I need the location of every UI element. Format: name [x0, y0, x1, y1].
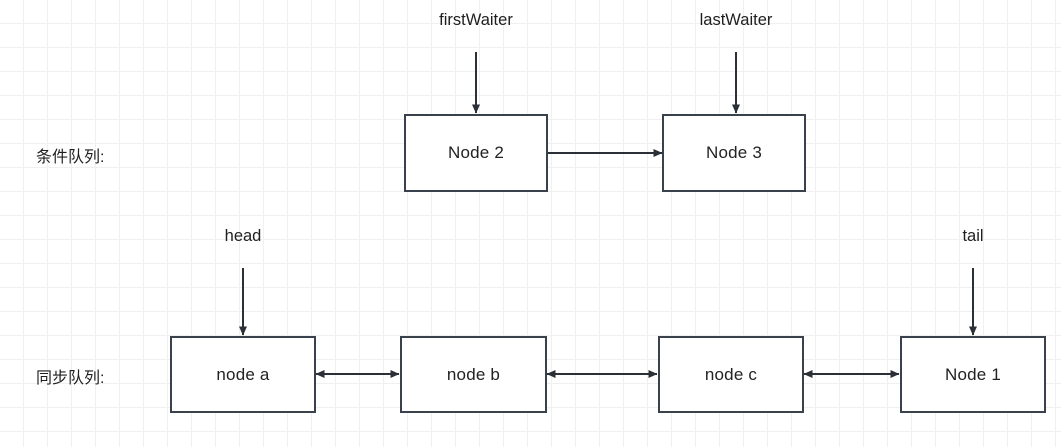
node-box-nodeb[interactable]: node b [400, 336, 547, 413]
node-box-node1[interactable]: Node 1 [900, 336, 1046, 413]
pointer-label-tail: tail [962, 227, 984, 245]
node-box-node2[interactable]: Node 2 [404, 114, 548, 192]
node-box-nodea[interactable]: node a [170, 336, 316, 413]
pointer-label-head: head [224, 227, 262, 245]
node-box-node3[interactable]: Node 3 [662, 114, 806, 192]
row-label-sync-queue: 同步队列: [36, 370, 105, 387]
pointer-label-firstwaiter: firstWaiter [439, 11, 513, 29]
row-label-condition-queue: 条件队列: [36, 149, 105, 166]
node-box-nodec[interactable]: node c [658, 336, 804, 413]
pointer-label-lastwaiter: lastWaiter [699, 11, 773, 29]
